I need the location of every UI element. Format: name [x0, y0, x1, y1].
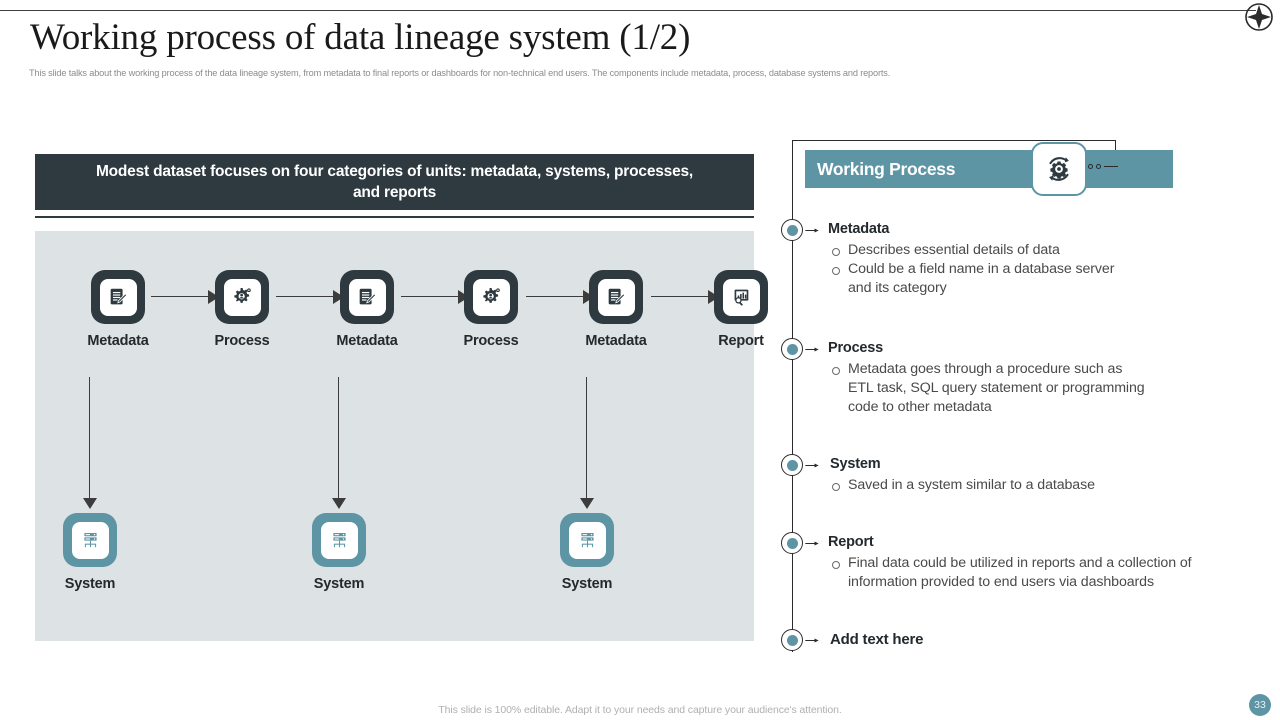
arrow-icon — [805, 228, 819, 232]
bullet-point: Could be a field name in a database serv… — [830, 260, 1140, 298]
node-badge — [63, 513, 117, 567]
flow-node-label: System — [313, 576, 365, 592]
right-panel-title: Working Process — [817, 158, 956, 179]
server-stack-icon — [320, 521, 358, 559]
flow-node-label: Report — [718, 333, 764, 349]
page-number-badge: 33 — [1249, 694, 1271, 716]
flow-node-label: Process — [463, 333, 519, 349]
timeline-marker — [781, 219, 803, 241]
server-stack-icon — [71, 521, 109, 559]
flow-node-metadata-1[interactable]: Metadata — [48, 270, 188, 349]
flow-node-metadata-2[interactable]: Metadata — [297, 270, 437, 349]
timeline-marker — [781, 629, 803, 651]
list-item-title: Add text here — [830, 631, 924, 648]
list-item-points: Metadata goes through a procedure such a… — [830, 360, 1145, 417]
list-item-points: Describes essential details of data Coul… — [830, 241, 1140, 298]
timeline-marker — [781, 532, 803, 554]
bullet-point: Metadata goes through a procedure such a… — [830, 360, 1145, 417]
arrow-icon — [805, 541, 819, 545]
bullet-point: Describes essential details of data — [830, 241, 1140, 260]
node-badge — [215, 270, 269, 324]
timeline-marker — [781, 338, 803, 360]
list-item-points: Saved in a system similar to a database — [830, 476, 1160, 495]
flow-node-system-2[interactable]: System — [269, 513, 409, 592]
arrow-icon — [805, 638, 819, 642]
timeline-spine — [792, 140, 794, 652]
left-heading-banner: Modest dataset focuses on four categorie… — [35, 154, 754, 210]
node-badge — [714, 270, 768, 324]
right-panel-header: Working Process — [805, 150, 1173, 188]
node-badge — [91, 270, 145, 324]
flow-node-label: Process — [214, 333, 270, 349]
flow-node-label: Metadata — [87, 333, 149, 349]
flow-node-label: System — [64, 576, 116, 592]
bullet-point: Final data could be utilized in reports … — [830, 554, 1230, 592]
flow-node-system-1[interactable]: System — [20, 513, 160, 592]
flow-node-report[interactable]: Report — [671, 270, 811, 349]
document-pencil-icon — [348, 278, 386, 316]
dot-2 — [1096, 164, 1101, 169]
flow-connector-down-3 — [580, 377, 599, 517]
timeline-marker — [781, 454, 803, 476]
node-badge — [312, 513, 366, 567]
flow-connector-down-2 — [332, 377, 351, 517]
flow-node-label: Metadata — [585, 333, 647, 349]
four-point-star-logo-icon — [1242, 0, 1276, 34]
flow-node-label: Metadata — [336, 333, 398, 349]
connector-dots — [1088, 164, 1118, 169]
flow-node-process-2[interactable]: Process — [421, 270, 561, 349]
list-item-title: Process — [828, 340, 884, 356]
node-badge — [340, 270, 394, 324]
gear-icon — [223, 278, 261, 316]
server-stack-icon — [568, 521, 606, 559]
flow-connector-down-1 — [83, 377, 102, 517]
flow-node-process-1[interactable]: Process — [172, 270, 312, 349]
gear-icon — [472, 278, 510, 316]
dot-stub-line — [1104, 165, 1118, 168]
document-pencil-icon — [99, 278, 137, 316]
page-subtitle: This slide talks about the working proce… — [29, 68, 891, 78]
list-item-title: System — [830, 456, 881, 472]
flow-node-label: System — [561, 576, 613, 592]
page-title: Working process of data lineage system (… — [30, 17, 691, 58]
node-badge — [560, 513, 614, 567]
list-item-title: Metadata — [828, 221, 890, 237]
dot-1 — [1088, 164, 1093, 169]
flow-node-metadata-3[interactable]: Metadata — [546, 270, 686, 349]
arrow-icon — [805, 347, 819, 351]
left-heading-underline — [35, 216, 754, 218]
arrow-icon — [805, 463, 819, 467]
document-pencil-icon — [597, 278, 635, 316]
left-heading-text: Modest dataset focuses on four categorie… — [95, 163, 694, 201]
node-badge — [589, 270, 643, 324]
footer-note: This slide is 100% editable. Adapt it to… — [438, 704, 842, 716]
node-badge — [464, 270, 518, 324]
top-divider — [0, 10, 1256, 11]
flow-node-system-3[interactable]: System — [517, 513, 657, 592]
gear-refresh-icon — [1031, 142, 1087, 196]
report-chart-search-icon — [722, 278, 760, 316]
flow-diagram-panel: Metadata Process — [35, 231, 768, 641]
list-item-points: Final data could be utilized in reports … — [830, 554, 1230, 592]
list-item-title: Report — [828, 534, 874, 550]
bullet-point: Saved in a system similar to a database — [830, 476, 1160, 495]
